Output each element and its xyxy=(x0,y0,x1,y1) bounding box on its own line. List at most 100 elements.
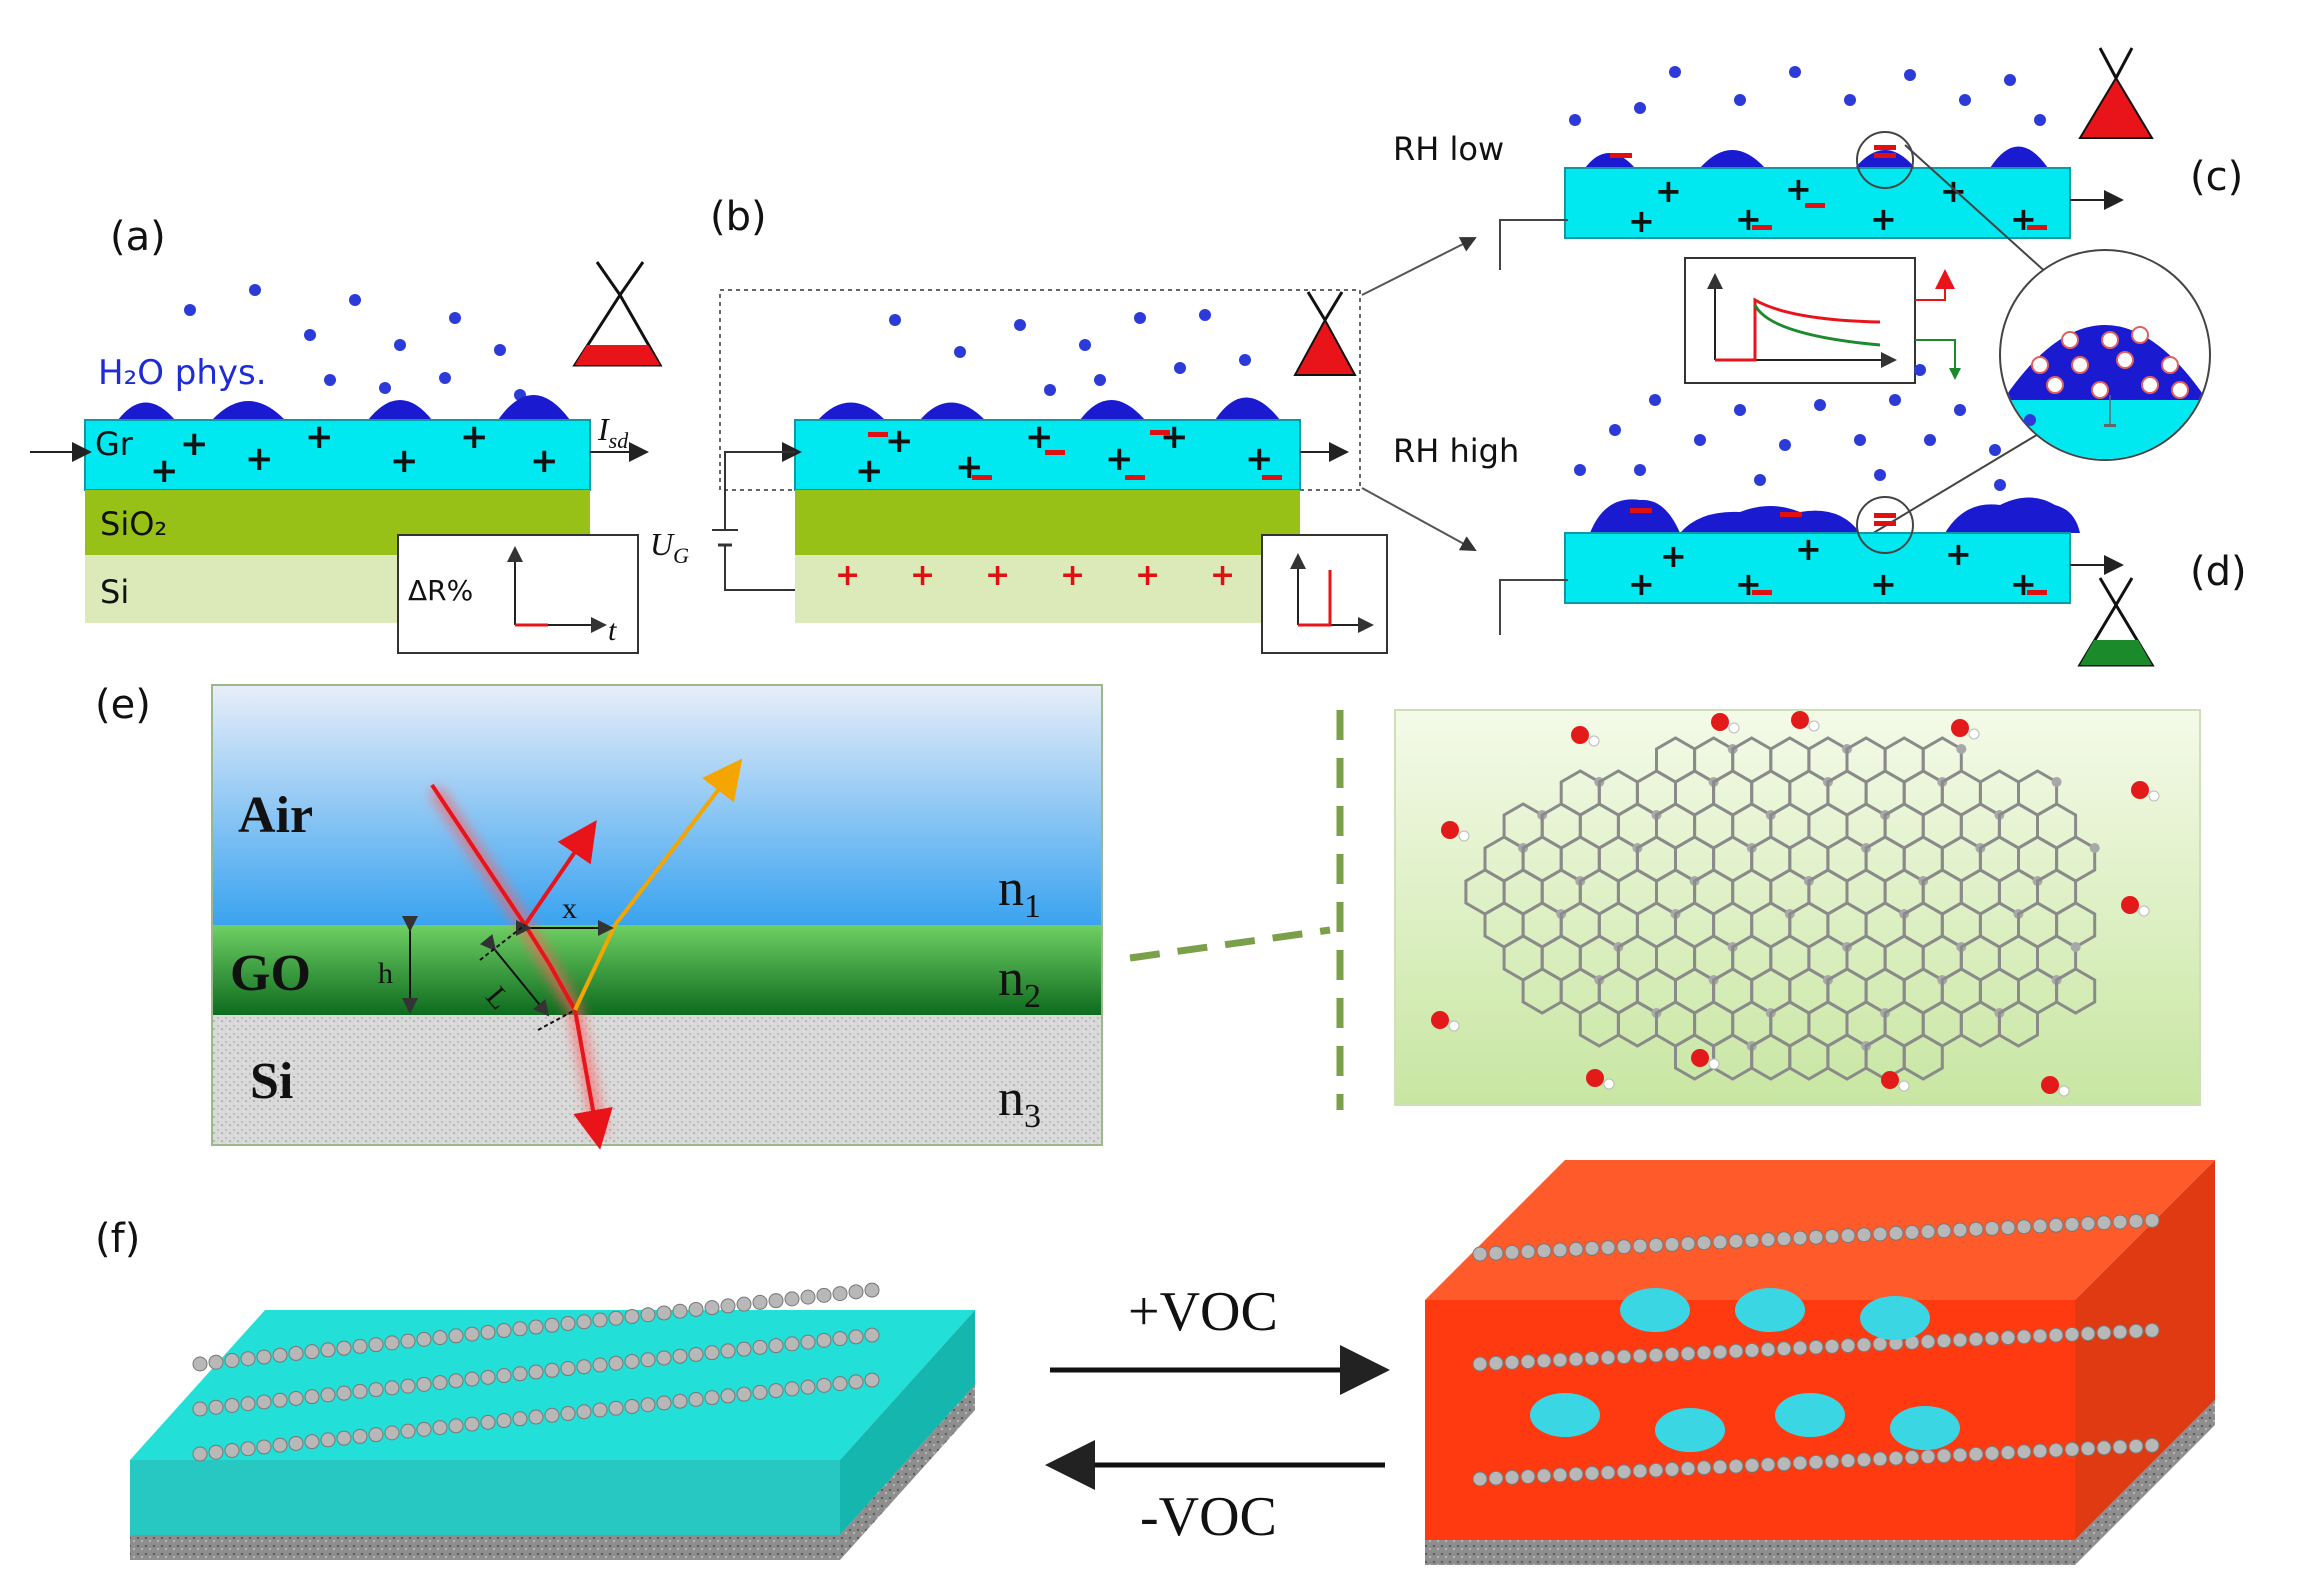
gate-circuit xyxy=(712,451,795,591)
voc-molecule xyxy=(1735,1288,1805,1332)
x-label: x xyxy=(562,892,577,925)
panel-e: (e) Air GO Si n1 n2 n3 x h xyxy=(95,682,1344,1150)
water-film-d xyxy=(1590,497,2080,533)
gate-label: UG xyxy=(650,526,689,568)
charges-b: + + + + + + + xyxy=(855,417,1282,491)
go-label: GO xyxy=(230,945,311,1002)
current-label: Isd xyxy=(597,411,629,453)
reflected-ray-1 xyxy=(523,820,597,927)
air-label: Air xyxy=(238,787,313,844)
svg-text:+: + xyxy=(1940,172,1967,210)
charges-c: + + + + + + + xyxy=(1610,145,2047,240)
panel-c-label: (c) xyxy=(2190,154,2243,200)
svg-text:+: + xyxy=(985,558,1010,593)
svg-text:+: + xyxy=(1245,439,1274,479)
si-layer-b xyxy=(795,555,1300,623)
sio2-layer-b xyxy=(795,490,1300,555)
air-region xyxy=(212,685,1102,925)
circuit-d xyxy=(1499,579,1568,635)
svg-text:+: + xyxy=(910,558,935,593)
layer-sio2-label: SiO₂ xyxy=(100,505,167,543)
incident-ray xyxy=(430,783,527,927)
voc-molecule xyxy=(1860,1296,1930,1340)
molecule-rows-left xyxy=(192,1282,880,1462)
panel-b-label: (b) xyxy=(710,194,767,240)
internal-reflected-ray xyxy=(573,924,617,1011)
inset-y-label: ΔR% xyxy=(408,574,473,607)
svg-text:+: + xyxy=(1785,170,1812,208)
water-vapor-dots-c xyxy=(1569,66,2046,126)
svg-text:+: + xyxy=(1160,417,1189,457)
inset-response-cd xyxy=(1684,257,1961,384)
svg-text:+: + xyxy=(2010,200,2037,238)
zoom-circle-d xyxy=(1856,496,1914,554)
svg-text:+: + xyxy=(460,417,489,457)
voc-molecule xyxy=(1775,1393,1845,1437)
voc-molecule xyxy=(1530,1393,1600,1437)
panel-d-label: (d) xyxy=(2190,549,2247,595)
panel-b: (b) + + + + + + + +++ +++ xyxy=(650,194,1477,654)
sensor-cone-c xyxy=(2078,47,2154,139)
svg-text:+: + xyxy=(835,558,860,593)
water-droplets-c xyxy=(1585,146,2048,168)
inset-step-b xyxy=(1261,534,1388,654)
svg-text:+: + xyxy=(955,447,984,487)
panel-a-label: (a) xyxy=(110,214,166,260)
water-phys-label: H₂O phys. xyxy=(98,353,267,393)
panel-f: (f) +VOC -VOC xyxy=(95,1160,2215,1565)
inset-resistance-a: ΔR% t xyxy=(397,534,639,654)
svg-text:+: + xyxy=(1660,537,1687,575)
svg-text:+: + xyxy=(1105,439,1134,479)
svg-text:+: + xyxy=(180,424,209,464)
voc-molecule xyxy=(1655,1408,1725,1452)
go-stack-before xyxy=(130,1282,975,1560)
water-vapor-dots-b xyxy=(889,309,1251,396)
water-droplets-b xyxy=(818,397,1280,420)
graphene-layer-a xyxy=(84,419,591,491)
dimension-markers xyxy=(402,916,614,1031)
pointer-to-c xyxy=(1361,237,1477,296)
svg-text:+: + xyxy=(1060,558,1085,593)
go-film xyxy=(212,925,1102,1015)
reflected-ray-2 xyxy=(613,758,743,927)
sensor-cone-d xyxy=(2077,577,2155,667)
plus-charges-a: ++ ++ ++ + xyxy=(150,417,559,491)
n2-label: n2 xyxy=(998,950,1041,1015)
voc-molecule xyxy=(1890,1406,1960,1450)
h-label: h xyxy=(378,957,393,990)
svg-text:+: + xyxy=(885,421,914,461)
panel-d: RH high (d) + + + + + + xyxy=(1393,364,2247,667)
svg-text:+: + xyxy=(1945,535,1972,573)
plus-voc-label: +VOC xyxy=(1128,1281,1278,1343)
svg-text:+: + xyxy=(305,417,334,457)
si-substrate-e xyxy=(212,1015,1102,1145)
svg-text:+: + xyxy=(1735,200,1762,238)
svg-text:+: + xyxy=(2010,565,2037,603)
red-gate-charges: +++ +++ xyxy=(835,558,1235,593)
sensor-cone-b xyxy=(1293,291,1357,376)
svg-text:+: + xyxy=(1735,565,1762,603)
svg-text:+: + xyxy=(1655,172,1682,210)
svg-text:+: + xyxy=(1210,558,1235,593)
n3-label: n3 xyxy=(998,1070,1041,1135)
zoom-circle-c xyxy=(1856,131,1914,189)
charges-d: + + + + + + + xyxy=(1628,508,2047,603)
dashed-connector xyxy=(1129,926,1331,962)
transmitted-ray xyxy=(573,1009,613,1150)
water-vapor-dots-d xyxy=(1574,364,2036,491)
graphene-lattice xyxy=(1431,711,2160,1097)
minus-voc-label: -VOC xyxy=(1140,1486,1277,1548)
svg-text:+: + xyxy=(1870,200,1897,238)
panel-c: RH low (c) + + + + + + + xyxy=(1393,47,2243,270)
circuit-c xyxy=(1499,219,1568,270)
n1-label: n1 xyxy=(998,860,1041,925)
rh-low-label: RH low xyxy=(1393,130,1504,168)
panel-a: (a) H₂O phys. Gr SiO₂ Si ++ ++ ++ + xyxy=(30,214,663,654)
svg-text:+: + xyxy=(150,451,179,491)
rh-high-label: RH high xyxy=(1393,432,1519,470)
svg-text:+: + xyxy=(530,441,559,481)
voc-molecules xyxy=(1530,1288,1960,1452)
layer-si-label: Si xyxy=(100,573,129,611)
si-label-e: Si xyxy=(250,1053,293,1110)
panel-f-label: (f) xyxy=(95,1216,140,1262)
